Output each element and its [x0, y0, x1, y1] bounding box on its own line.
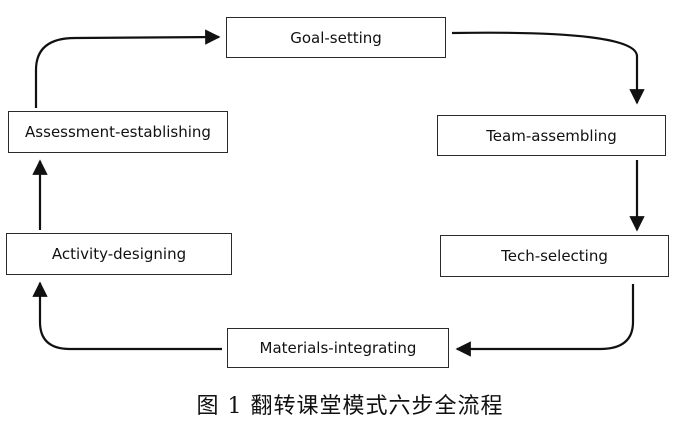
- step-goal-setting: Goal-setting: [226, 17, 446, 58]
- step-activity-designing: Activity-designing: [6, 233, 232, 275]
- figure-caption: 图 1 翻转课堂模式六步全流程: [196, 394, 504, 419]
- step-team-assembling: Team-assembling: [437, 115, 666, 156]
- arrow-materials-to-activity: [32, 281, 222, 351]
- step-tech-selecting: Tech-selecting: [440, 235, 669, 277]
- arrow-goal-to-team: [451, 31, 645, 105]
- step-materials-integrating: Materials-integrating: [227, 328, 449, 368]
- arrow-tech-to-materials: [455, 284, 635, 357]
- arrow-assessment-to-goal: [34, 29, 221, 108]
- step-assessment-establishing: Assessment-establishing: [8, 111, 228, 153]
